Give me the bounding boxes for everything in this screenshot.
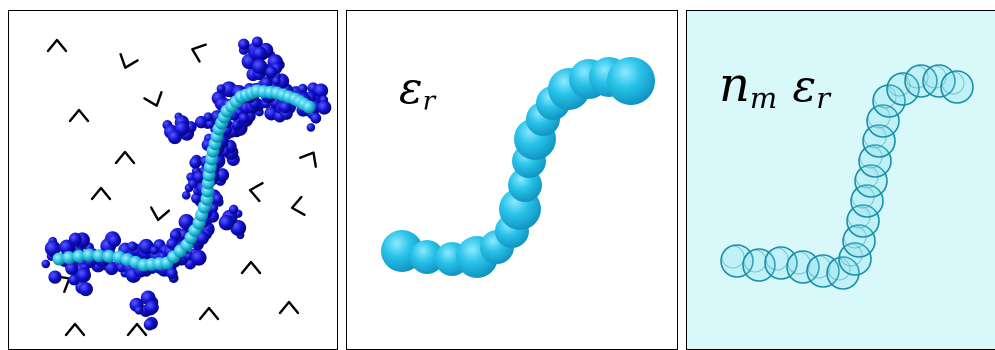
chain-beads bbox=[381, 57, 655, 278]
ghost-bead bbox=[742, 248, 776, 282]
ghost-bead bbox=[842, 224, 876, 258]
coarse-grained-chain bbox=[381, 57, 655, 278]
ghost-bead bbox=[826, 256, 860, 290]
ghost-beads bbox=[720, 64, 974, 290]
solvent-molecule-icon bbox=[46, 38, 68, 53]
ghost-bead bbox=[904, 64, 938, 98]
solvent-molecule-icon bbox=[191, 43, 207, 63]
ghost-bead bbox=[854, 164, 888, 198]
ghost-bead bbox=[872, 84, 906, 118]
ghost-bead bbox=[846, 204, 880, 238]
bead bbox=[607, 57, 655, 105]
ghost-bead bbox=[940, 70, 974, 104]
permittivity-label: εr bbox=[399, 63, 436, 117]
solvent-molecule-icon bbox=[290, 195, 306, 217]
all-atom-panel bbox=[8, 10, 338, 350]
bead bbox=[410, 240, 444, 274]
ghost-bead bbox=[886, 72, 920, 106]
solvent-molecule-icon bbox=[64, 322, 86, 337]
solvent-molecule-icon bbox=[114, 150, 136, 165]
solvent-molecule-icon bbox=[149, 206, 171, 222]
ghost-bead bbox=[764, 246, 798, 280]
all-atom-polymer-illustration bbox=[41, 36, 332, 337]
ghost-bead bbox=[786, 250, 820, 284]
solvent-molecule-icon bbox=[278, 300, 300, 315]
solvent-molecule-icon bbox=[299, 151, 317, 168]
ghost-bead bbox=[850, 184, 884, 218]
implicit-solvent-panel: εr bbox=[346, 10, 678, 350]
solvent-molecule-icon bbox=[68, 108, 90, 123]
solvent-molecule-icon bbox=[90, 186, 112, 201]
ghost-bead bbox=[862, 124, 896, 158]
ghost-bead bbox=[866, 104, 900, 138]
ghost-chain bbox=[720, 64, 974, 290]
ghost-bead bbox=[922, 64, 956, 98]
solvent-molecule-icon bbox=[126, 322, 148, 337]
ghost-bead bbox=[720, 244, 754, 278]
solvent-molecule-icon bbox=[248, 181, 264, 203]
solvent-molecule-icon bbox=[240, 260, 262, 275]
solvent-molecule-icon bbox=[198, 306, 220, 321]
density-permittivity-label: nm εr bbox=[719, 57, 830, 116]
solvent-molecule-icon bbox=[119, 53, 139, 69]
mean-field-panel: nm εr bbox=[686, 10, 995, 350]
ghost-bead bbox=[858, 144, 892, 178]
solvent-molecule-icon bbox=[143, 91, 163, 107]
polymer-atoms bbox=[41, 36, 332, 331]
